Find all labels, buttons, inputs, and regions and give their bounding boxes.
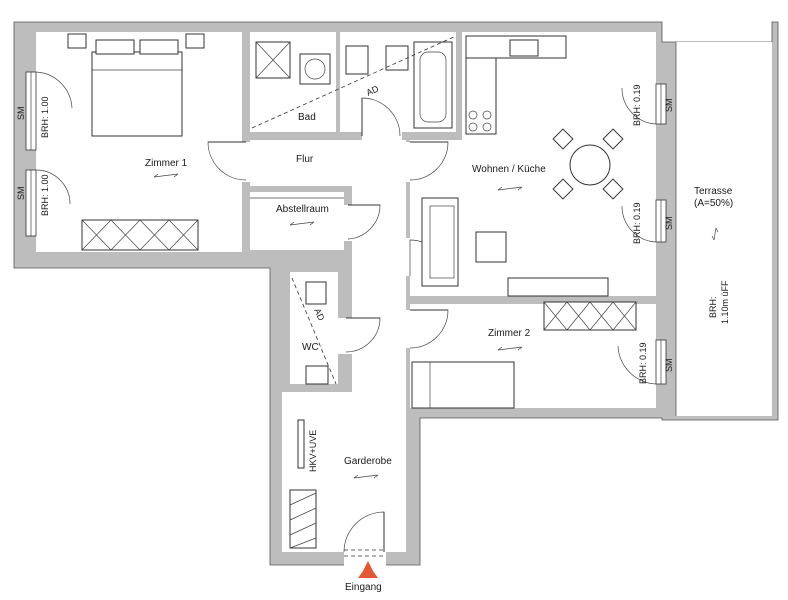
ad-wc: AD: [312, 307, 327, 323]
sm-right-2: SM: [664, 217, 674, 231]
sm-left-2: SM: [16, 187, 26, 201]
label-garderobe: Garderobe: [344, 456, 392, 467]
brh-left-2: BRH: 1.00: [40, 174, 50, 216]
flow-arrows: [153, 173, 719, 479]
label-zimmer2: Zimmer 2: [488, 328, 531, 339]
annotations: SM BRH: 1.00 SM BRH: 1.00 BRH: 0.19 SM B…: [16, 83, 730, 472]
label-flur: Flur: [296, 154, 314, 165]
label-eingang: Eingang: [345, 582, 382, 593]
label-wohnen: Wohnen / Küche: [472, 164, 546, 175]
windows: [25, 71, 667, 385]
furniture: [67, 33, 677, 549]
ad-bad: AD: [365, 83, 381, 98]
label-zimmer1: Zimmer 1: [145, 158, 188, 169]
sm-right-3: SM: [664, 359, 674, 373]
sm-left-1: SM: [16, 107, 26, 121]
terrace-brh: BRH:: [708, 296, 718, 318]
label-bad: Bad: [298, 112, 316, 123]
label-abstellraum: Abstellraum: [276, 204, 329, 215]
label-terrasse-area: (A=50%): [694, 198, 733, 209]
brh-right-1: BRH: 0.19: [632, 84, 642, 126]
doors: [207, 97, 449, 566]
sm-right-1: SM: [664, 99, 674, 113]
room-labels: Zimmer 1 Bad Flur Abstellraum Wohnen / K…: [145, 112, 733, 593]
hkv-label: HKV+UVE: [308, 430, 318, 472]
brh-left-1: BRH: 1.00: [40, 96, 50, 138]
brh-right-2: BRH: 0.19: [632, 202, 642, 244]
terrace-brh-value: 1.10m üFF: [720, 280, 730, 324]
brh-right-3: BRH: 0.19: [638, 342, 648, 384]
label-terrasse: Terrasse: [694, 186, 733, 197]
entrance-triangle-icon: [358, 564, 378, 578]
label-wc: WC: [302, 342, 319, 353]
